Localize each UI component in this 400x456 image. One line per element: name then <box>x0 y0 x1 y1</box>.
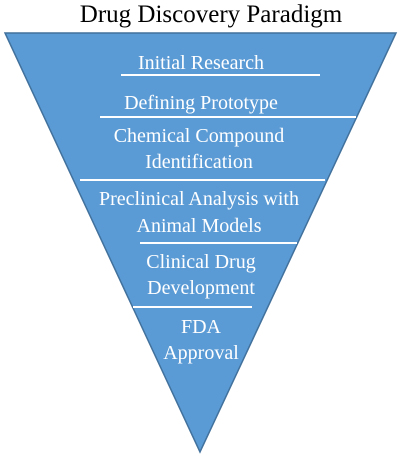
stage-5-label-line-2: Development <box>147 277 255 299</box>
stage-3-label-line-2: Identification <box>145 151 253 173</box>
stage-5-label-line-1: Clinical Drug <box>146 251 255 273</box>
diagram-title: Drug Discovery Paradigm <box>80 1 343 28</box>
stage-4-label-line-2: Animal Models <box>137 215 262 237</box>
stage-6-label-line-1: FDA <box>181 316 222 338</box>
stage-2-label: Defining Prototype <box>124 92 278 114</box>
stage-3-label-line-1: Chemical Compound <box>114 125 285 147</box>
stage-6-label-line-2: Approval <box>163 342 239 364</box>
stage-4-label-line-1: Preclinical Analysis with <box>99 188 299 210</box>
stage-1-label: Initial Research <box>138 52 264 74</box>
